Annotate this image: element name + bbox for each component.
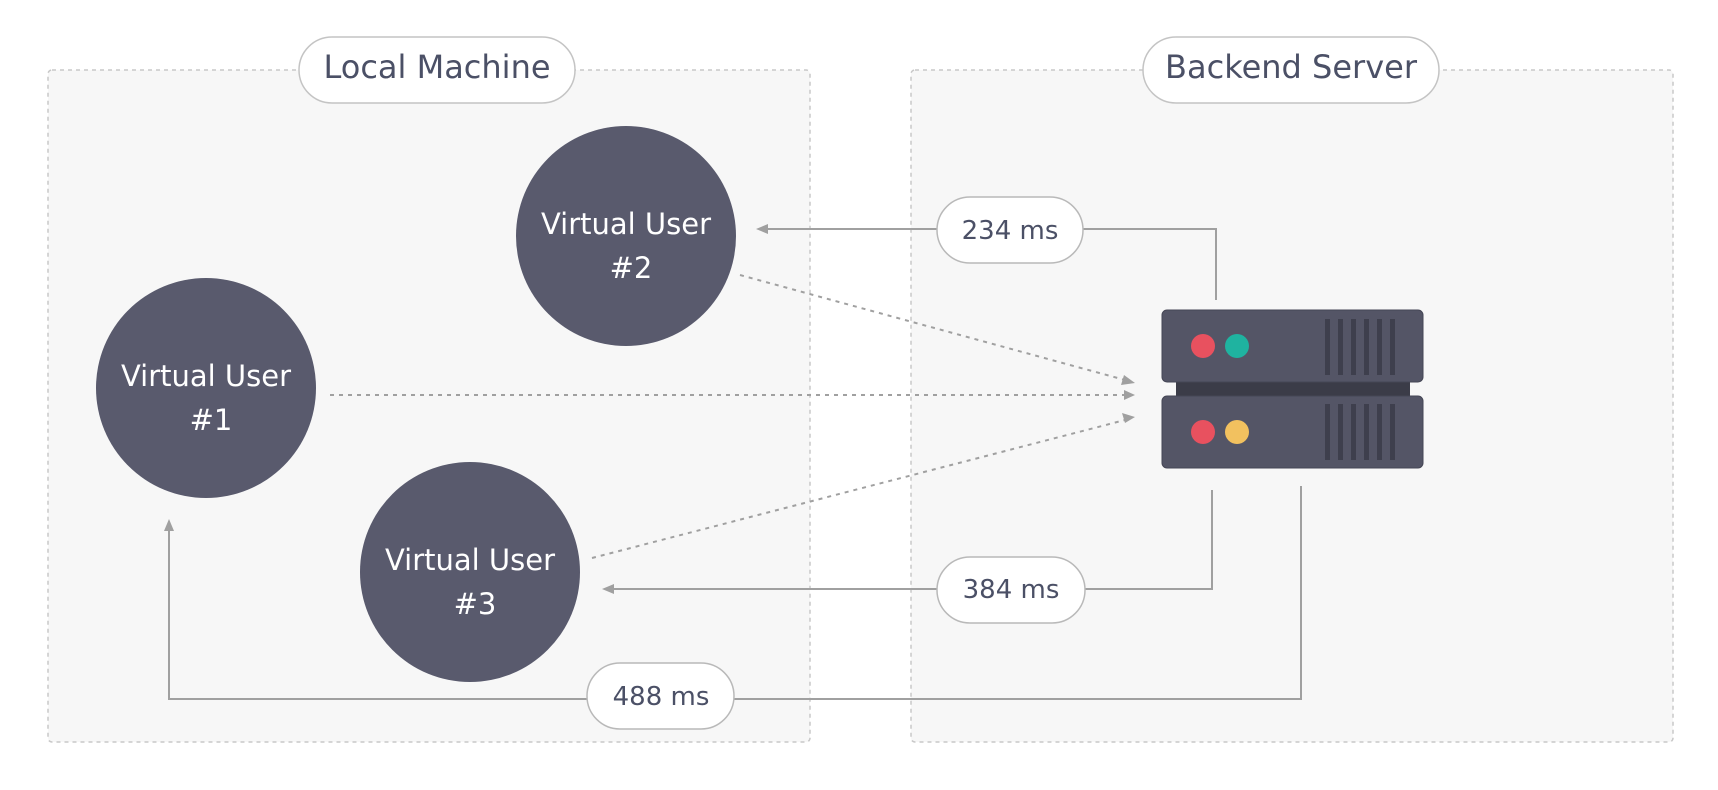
response-line-user-3 <box>614 490 1213 590</box>
vent-icon-top <box>1325 319 1395 375</box>
response-line-user-1 <box>168 486 1302 700</box>
backend-server-label-pill <box>1142 36 1440 104</box>
request-line-user-3 <box>591 419 1126 559</box>
local-machine-label-pill <box>298 36 576 104</box>
virtual-user-3-number: #3 <box>454 587 497 621</box>
virtual-user-1-circle <box>96 278 316 498</box>
virtual-user-2-number: #2 <box>610 251 653 285</box>
request-connectors <box>330 274 1135 559</box>
response-arrowhead-user-3 <box>602 584 614 594</box>
virtual-user-3: Virtual User #3 <box>360 462 580 682</box>
status-light-top-red <box>1191 334 1215 358</box>
request-arrowhead-user-3 <box>1122 413 1135 423</box>
response-arrowhead-user-2 <box>756 224 768 234</box>
latency-value-user-2: 234 ms <box>962 216 1059 246</box>
response-arrowhead-user-1 <box>164 519 174 531</box>
virtual-user-1: Virtual User #1 <box>96 278 316 498</box>
latency-pill-user-3 <box>936 556 1086 624</box>
local-machine-label: Local Machine <box>323 48 550 86</box>
virtual-user-1-number: #1 <box>190 403 233 437</box>
latency-value-user-1: 488 ms <box>613 682 710 712</box>
request-line-user-2 <box>739 274 1126 381</box>
request-arrowhead-user-1 <box>1124 390 1135 400</box>
virtual-user-2-circle <box>516 126 736 346</box>
server-unit-bottom <box>1161 395 1424 469</box>
latency-value-user-3: 384 ms <box>963 575 1060 605</box>
virtual-user-3-label: Virtual User <box>385 543 555 577</box>
status-light-top-teal <box>1225 334 1249 358</box>
response-connectors <box>164 224 1302 700</box>
status-light-bottom-red <box>1191 420 1215 444</box>
status-light-bottom-yellow <box>1225 420 1249 444</box>
request-arrowhead-user-2 <box>1121 375 1135 385</box>
vent-icon-bottom <box>1325 404 1395 460</box>
server-unit-top <box>1161 309 1424 383</box>
virtual-user-1-label: Virtual User <box>121 359 291 393</box>
latency-label-user-1: 488 ms <box>586 662 735 730</box>
response-line-user-2 <box>768 228 1217 300</box>
latency-label-user-3: 384 ms <box>936 556 1086 624</box>
latency-label-user-2: 234 ms <box>936 196 1084 264</box>
latency-pill-user-1 <box>586 662 735 730</box>
virtual-user-2-label: Virtual User <box>541 207 711 241</box>
server-rack-gap <box>1176 380 1410 398</box>
virtual-user-3-circle <box>360 462 580 682</box>
server-icon <box>1161 309 1424 469</box>
latency-pill-user-2 <box>936 196 1084 264</box>
backend-server-label: Backend Server <box>1165 48 1418 86</box>
virtual-user-2: Virtual User #2 <box>516 126 736 346</box>
